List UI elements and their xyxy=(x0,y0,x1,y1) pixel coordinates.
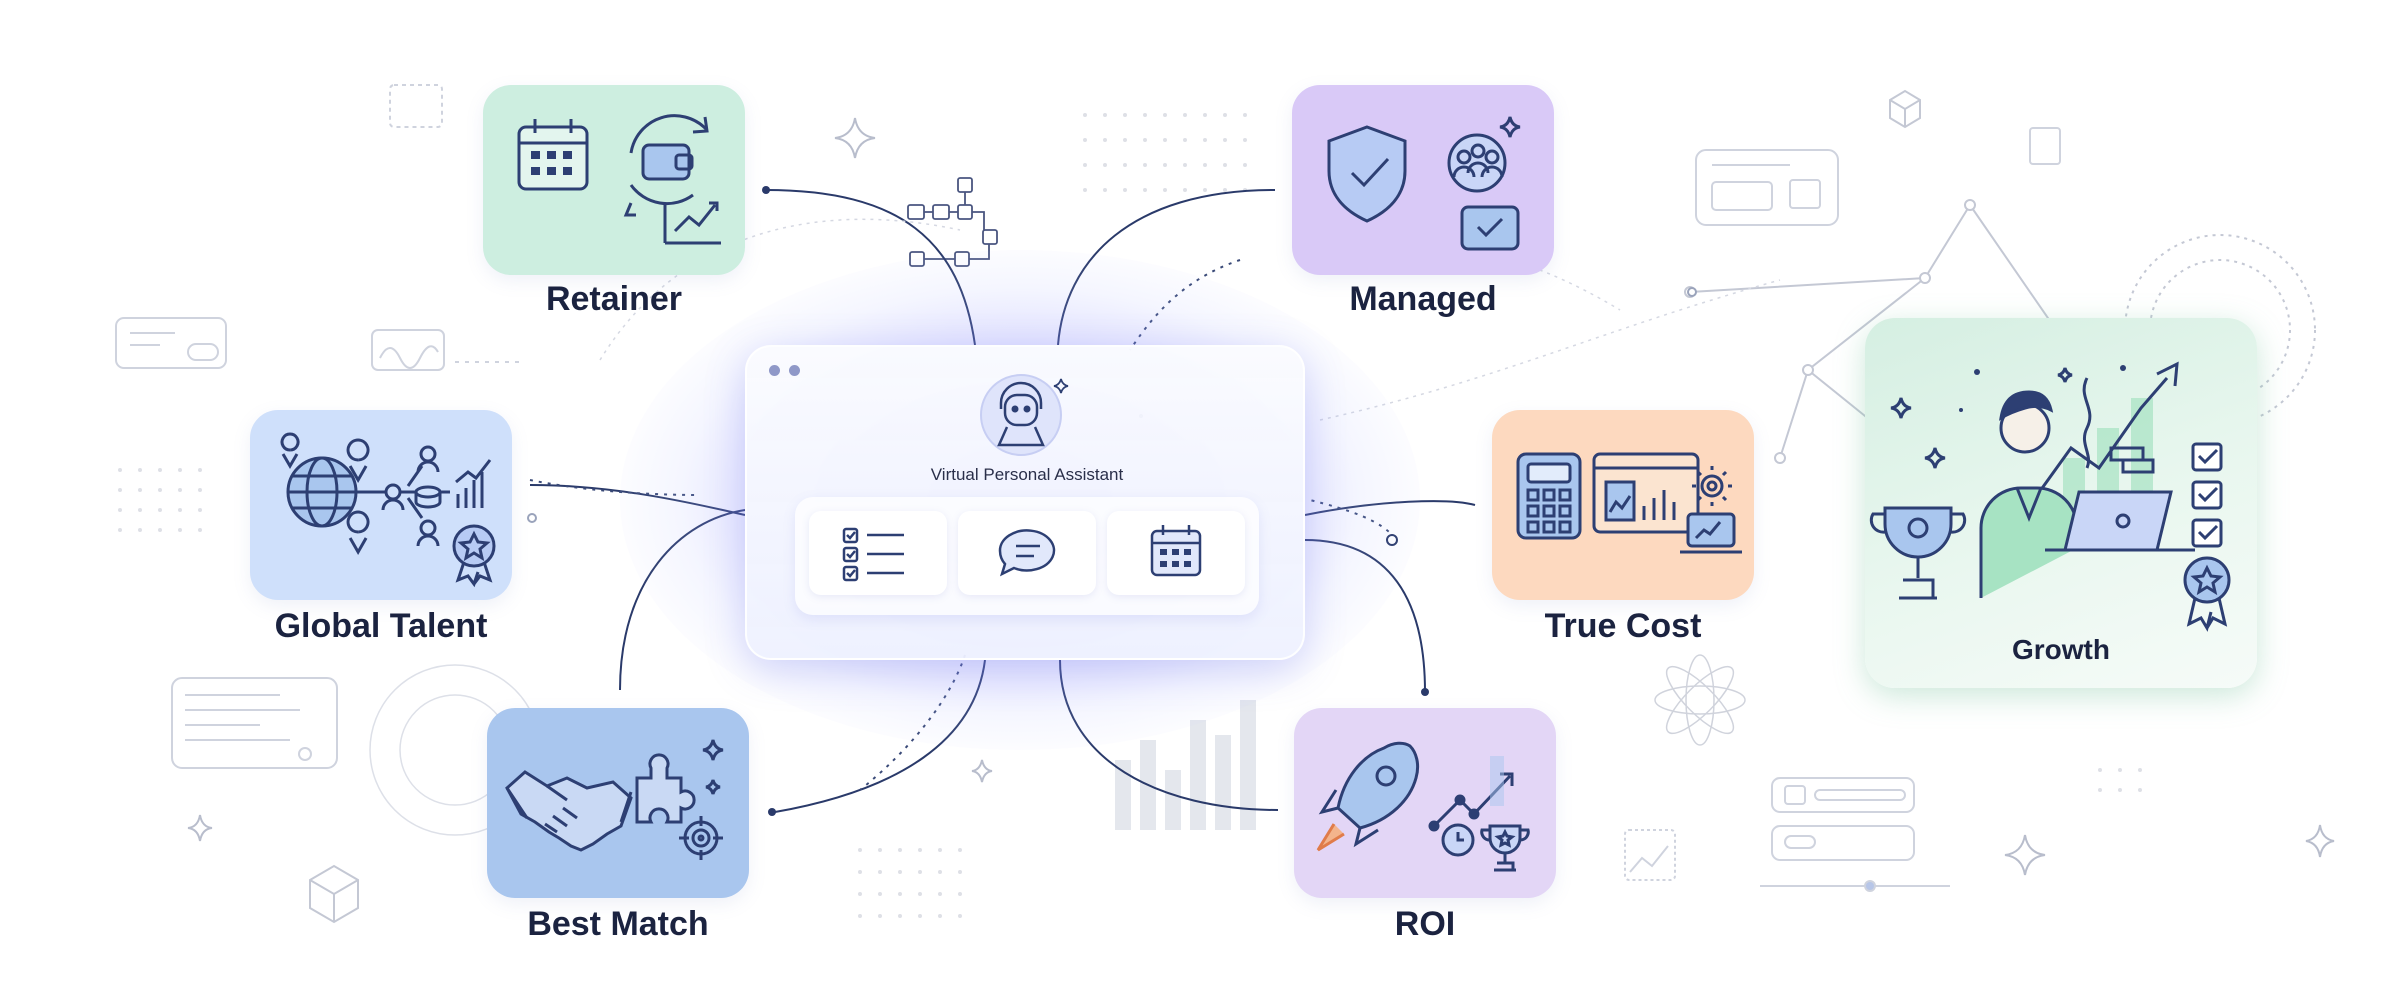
roi-card[interactable] xyxy=(1294,708,1556,898)
growth-label: Growth xyxy=(2012,634,2110,665)
best-match-label: Best Match xyxy=(527,905,709,943)
window-dot xyxy=(769,365,780,376)
virtual-assistant-window: Virtual Personal Assistant xyxy=(745,345,1305,660)
growth-illustration xyxy=(1869,361,2231,632)
true-cost-illustration xyxy=(1516,452,1742,554)
roi-label: ROI xyxy=(1394,905,1456,943)
assistant-title: Virtual Personal Assistant xyxy=(930,465,1124,484)
managed-label: Managed xyxy=(1349,280,1497,318)
global-talent-label: Global Talent xyxy=(274,607,488,645)
best-match-illustration xyxy=(505,739,724,860)
roi-illustration xyxy=(1316,741,1530,872)
retainer-label: Retainer xyxy=(545,280,683,318)
best-match-card[interactable] xyxy=(487,708,749,898)
retainer-card[interactable] xyxy=(483,85,745,275)
assistant-widget-row xyxy=(795,497,1259,615)
calendar-icon xyxy=(1150,525,1202,577)
chat-widget[interactable] xyxy=(958,511,1096,595)
robot-avatar-icon xyxy=(980,374,1069,456)
global-talent-illustration xyxy=(280,432,496,588)
managed-illustration xyxy=(1327,116,1521,251)
window-dot xyxy=(789,365,800,376)
calendar-widget[interactable] xyxy=(1107,511,1245,595)
checklist-widget[interactable] xyxy=(809,511,947,595)
retainer-illustration xyxy=(517,114,721,245)
global-talent-card[interactable] xyxy=(250,410,512,600)
chat-bubble-icon xyxy=(998,529,1056,577)
true-cost-label: True Cost xyxy=(1544,607,1702,645)
true-cost-card[interactable] xyxy=(1492,410,1754,600)
managed-card[interactable] xyxy=(1292,85,1554,275)
checklist-icon xyxy=(842,527,904,582)
growth-card[interactable]: Growth xyxy=(1865,318,2257,688)
